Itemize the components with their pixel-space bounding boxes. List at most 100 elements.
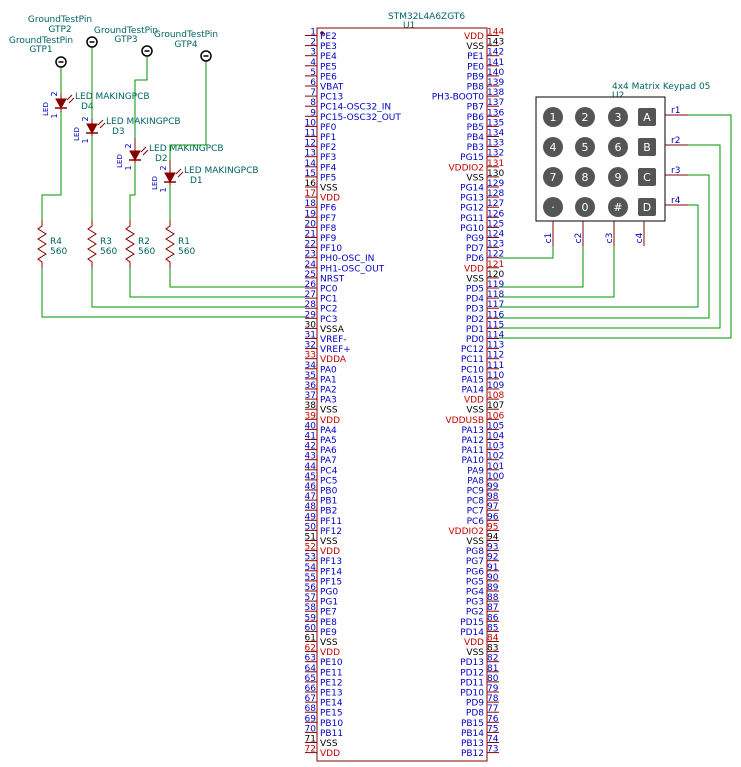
mcu-pin-name: PE3 [320, 42, 337, 52]
ground-test-pin-title: GroundTestPin [154, 30, 218, 40]
mcu-pin-number: 140 [487, 68, 504, 78]
mcu-pin-name: PH1-OSC_OUT [320, 264, 385, 274]
mcu-pin-number: 113 [487, 341, 504, 351]
mcu-pin-number: 83 [487, 644, 498, 654]
mcu-pin-number: 78 [487, 694, 499, 704]
mcu-pin-name: VDD [464, 264, 484, 274]
mcu-pin-number: 124 [487, 230, 504, 240]
mcu-pin-name: PB2 [320, 507, 337, 517]
led-pin-2: 2 [81, 116, 90, 121]
mcu-pin-number: 59 [305, 613, 317, 623]
mcu-pin-name: PG6 [466, 567, 484, 577]
mcu-pin-number: 70 [305, 724, 317, 734]
mcu-pin-name: PF6 [320, 204, 337, 214]
mcu-pin-name: PD3 [466, 305, 484, 315]
mcu-pin-number: 10 [305, 118, 317, 128]
mcu-pin-number: 94 [487, 533, 499, 543]
keypad-row-pin: r2 [665, 136, 688, 146]
mcu-pin-name: PF15 [320, 577, 342, 587]
wire [169, 62, 207, 160]
mcu-pin-number: 110 [487, 371, 504, 381]
wire [499, 114, 732, 339]
mcu-pin-name: PA3 [320, 396, 337, 406]
mcu-pin-number: 51 [305, 533, 316, 543]
mcu-pin-name: PE5 [320, 62, 337, 72]
keypad-key-label: C [643, 171, 651, 184]
keypad-key: 7 [543, 167, 563, 187]
mcu-pin-name: PG11 [460, 214, 484, 224]
keypad-key: 2 [575, 107, 595, 127]
keypad-row-pin-label: r2 [671, 136, 680, 146]
wire [499, 246, 615, 298]
mcu-pin-name: PG4 [466, 588, 484, 598]
mcu-pin-number: 54 [305, 563, 317, 573]
mcu-pin-number: 130 [487, 169, 504, 179]
mcu-pin-number: 91 [487, 563, 498, 573]
mcu-pin-name: PB13 [461, 739, 484, 749]
mcu-pin-name: VDDA [320, 355, 347, 365]
led-side-label: LED [73, 127, 81, 141]
mcu-pin-name: VSS [320, 638, 338, 648]
mcu-pin-number: 27 [305, 290, 316, 300]
mcu-pin-name: PE6 [320, 72, 337, 82]
mcu-pin-number: 60 [305, 623, 317, 633]
mcu-pin-number: 65 [305, 674, 316, 684]
mcu-pin-name: PB3 [467, 143, 484, 153]
mcu-pin-number: 71 [305, 735, 316, 745]
mcu-pin-name: PE4 [320, 52, 337, 62]
mcu-pin-name: PF14 [320, 567, 342, 577]
resistor-value: 560 [178, 247, 195, 257]
keypad-col-pin: c3 [605, 221, 615, 246]
mcu-pin-number: 134 [487, 129, 504, 139]
resistor-ref: R3 [100, 237, 112, 247]
mcu-pin-name: VREF+ [320, 345, 351, 355]
keypad-row-pin-label: r1 [671, 106, 680, 116]
mcu-pin-number: 104 [487, 432, 504, 442]
mcu-pin-name: PA12 [462, 436, 484, 446]
mcu-pin-name: PA2 [320, 386, 337, 396]
mcu-pin-name: VSS [466, 406, 484, 416]
mcu-pin-number: 79 [487, 684, 499, 694]
mcu-pin-number: 98 [487, 492, 499, 502]
mcu-pin-number: 5 [310, 68, 316, 78]
mcu-pin-name: PA10 [462, 456, 485, 466]
wire [499, 246, 554, 259]
